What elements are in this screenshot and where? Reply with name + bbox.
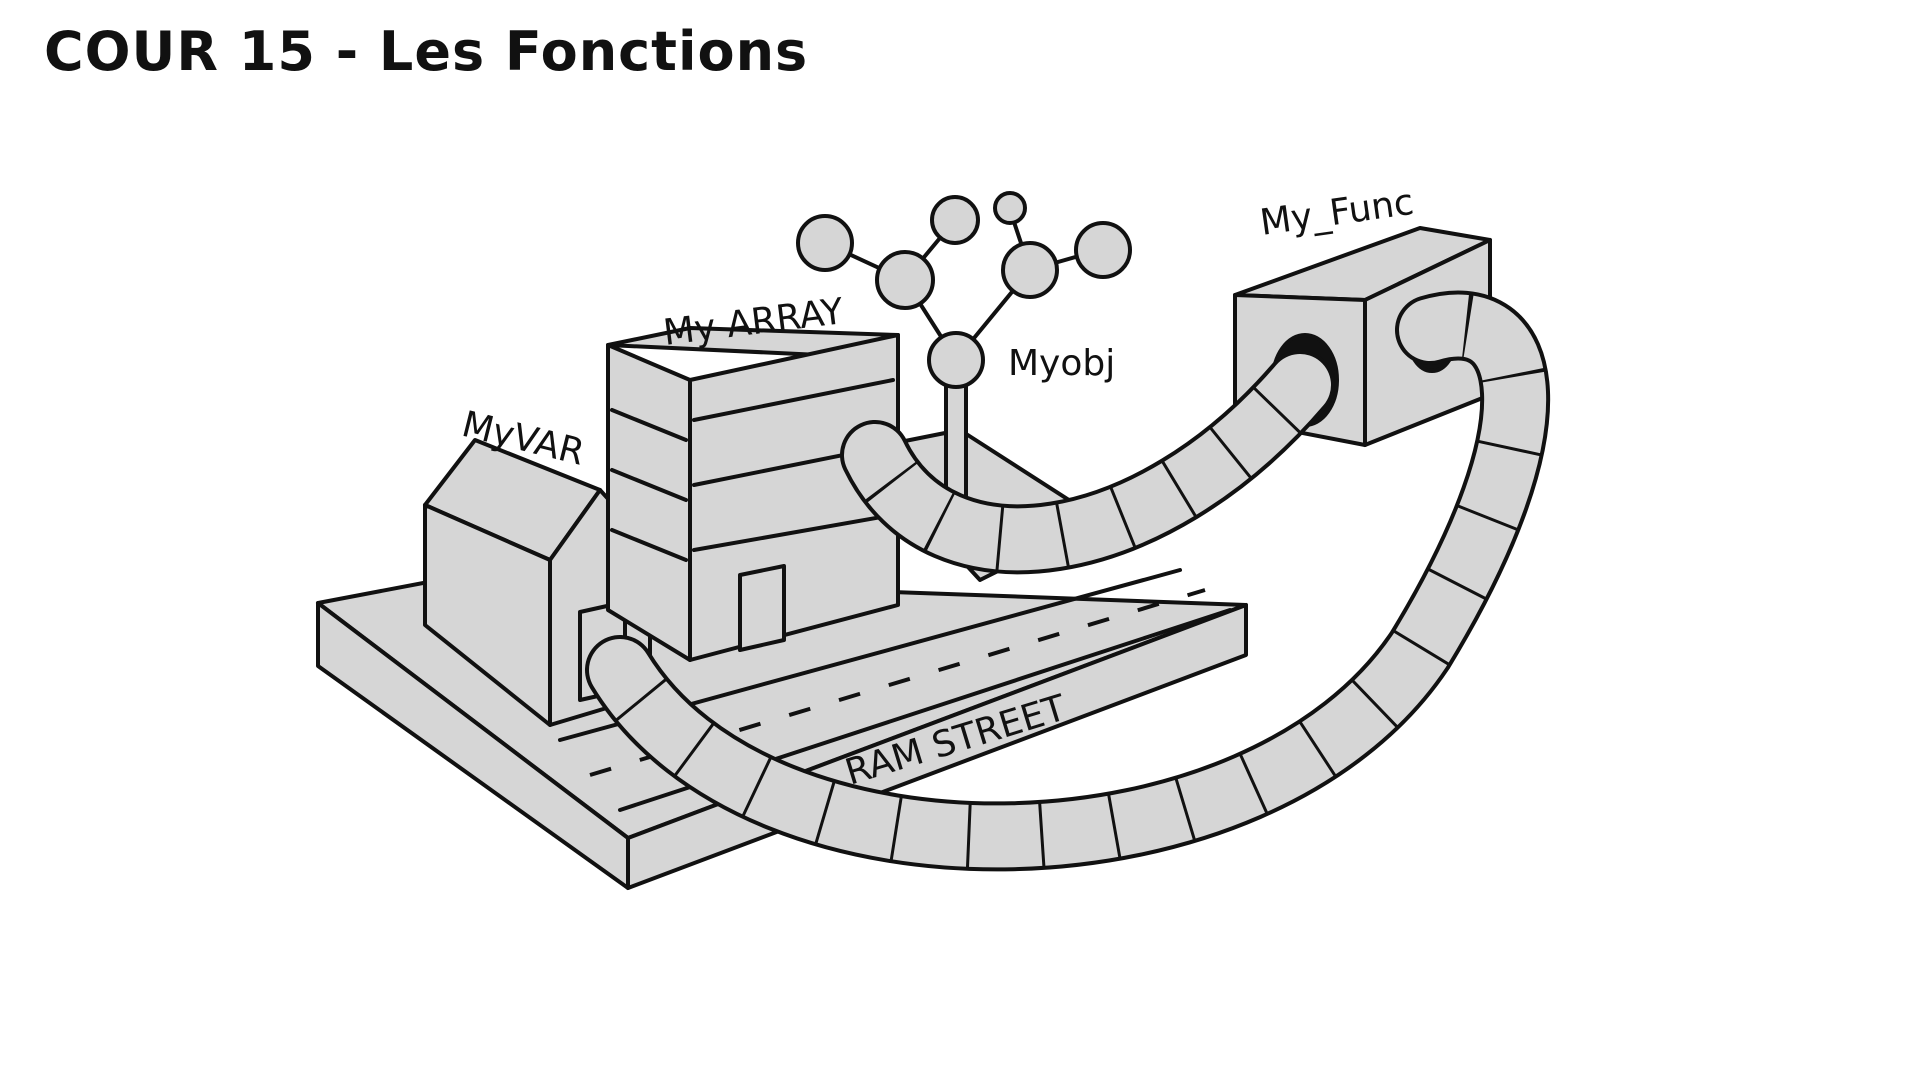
tube-array-to-func [840, 350, 1335, 575]
my-array-tower [606, 326, 900, 662]
my-obj-label: Myobj [1008, 343, 1115, 384]
tube-var-to-func [585, 290, 1551, 872]
my-obj-molecule [796, 191, 1132, 520]
my-func-label: My_Func [1258, 182, 1417, 244]
slide-title: COUR 15 - Les Fonctions [44, 20, 809, 83]
